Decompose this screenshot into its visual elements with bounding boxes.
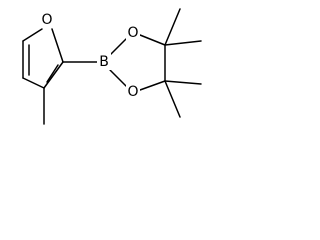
bond-c3-c2-inner — [46, 64, 59, 83]
atom-labels: O B O O — [40, 11, 140, 100]
boron-label: B — [99, 54, 109, 70]
dioxaborolane-oxygen-bottom-label: O — [127, 84, 138, 100]
bond-c2-furan-o — [51, 28, 64, 63]
bond-furan-o-c5 — [22, 28, 43, 42]
bond-boron-o-top — [109, 38, 127, 56]
bond-o-bottom-boron — [109, 69, 127, 87]
methyl-bottom-right — [164, 80, 202, 85]
methyl-groups — [164, 8, 202, 118]
bond-c3-c2 — [43, 61, 64, 89]
furan-oxygen-label: O — [41, 12, 52, 28]
furan-ring — [22, 28, 64, 89]
molecule-structure: O B O O — [22, 8, 202, 125]
bond-c-bottom-o-bottom — [139, 80, 166, 91]
methyl-top-up — [164, 8, 181, 46]
bond-c4-c3 — [22, 77, 45, 89]
bond-o-top-c-top — [139, 34, 166, 46]
methyl-top-right — [164, 40, 202, 46]
dioxaborolane-ring — [109, 34, 166, 91]
methyl-bottom-down — [164, 80, 181, 118]
dioxaborolane-oxygen-top-label: O — [127, 25, 138, 41]
